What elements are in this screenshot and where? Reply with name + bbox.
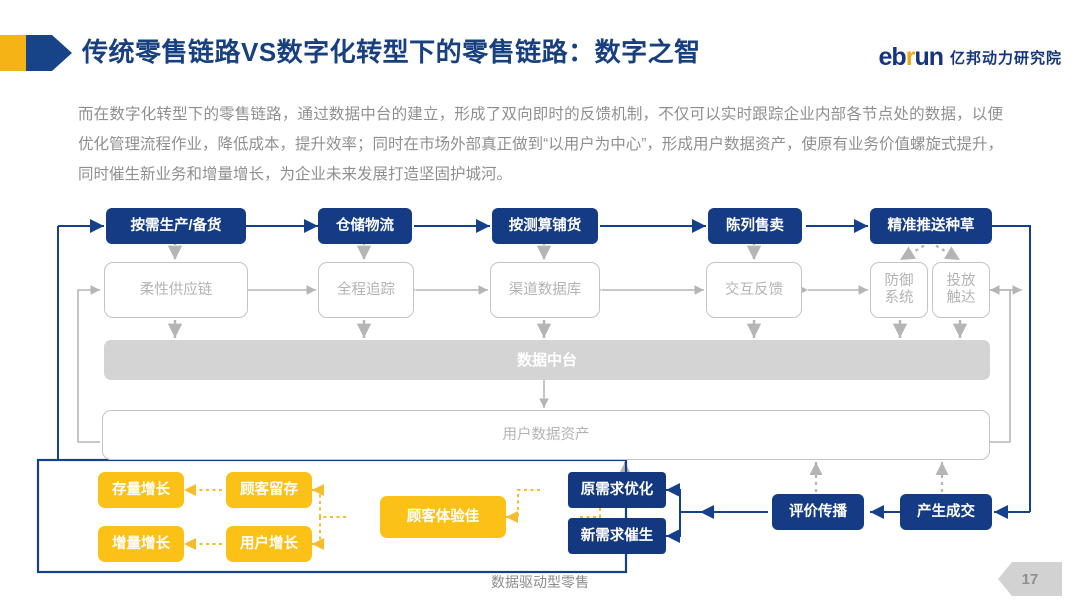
node-mid-1[interactable]: 柔性供应链: [104, 262, 248, 318]
node-yellow-4[interactable]: 用户增长: [226, 526, 312, 562]
node-top-2[interactable]: 仓储物流: [318, 208, 412, 244]
node-mid-4[interactable]: 交互反馈: [706, 262, 802, 318]
node-mid-5[interactable]: 防御系统: [870, 262, 928, 318]
node-top-5[interactable]: 精准推送种草: [870, 208, 992, 244]
page-number-badge: 17: [998, 562, 1062, 596]
node-yellow-5[interactable]: 顾客体验佳: [380, 496, 506, 538]
node-flow-1[interactable]: 评价传播: [772, 494, 864, 530]
logo-part-un: un: [914, 42, 944, 71]
node-yellow-1[interactable]: 存量增长: [98, 472, 184, 508]
node-yellow-3[interactable]: 顾客留存: [226, 472, 312, 508]
node-top-3[interactable]: 按测算铺货: [492, 208, 598, 244]
node-flow-2[interactable]: 产生成交: [900, 494, 992, 530]
node-yellow-2[interactable]: 增量增长: [98, 526, 184, 562]
logo-part-eb: eb: [878, 42, 907, 71]
node-mid-2[interactable]: 全程追踪: [318, 262, 414, 318]
ebrun-logo: ebrun 亿邦动力研究院: [879, 40, 1062, 74]
node-top-4[interactable]: 陈列售卖: [708, 208, 802, 244]
diagram-caption: 数据驱动型零售: [491, 574, 589, 590]
page-title: 传统零售链路VS数字化转型下的零售链路：数字之智: [82, 37, 701, 67]
retail-chain-diagram: 按需生产/备货 仓储物流 按测算铺货 陈列售卖 精准推送种草 柔性供应链 全程追…: [0, 196, 1080, 596]
node-mid-3[interactable]: 渠道数据库: [490, 262, 600, 318]
logo-part-r: r: [905, 42, 916, 71]
platform-bar[interactable]: 数据中台: [104, 340, 990, 380]
node-demand-1[interactable]: 原需求优化: [568, 472, 666, 508]
node-demand-2[interactable]: 新需求催生: [568, 518, 666, 554]
body-paragraph: 而在数字化转型下的零售链路，通过数据中台的建立，形成了双向即时的反馈机制，不仅可…: [78, 106, 1003, 183]
node-mid-5-label: 防御系统: [884, 273, 914, 306]
node-top-1[interactable]: 按需生产/备货: [106, 208, 246, 244]
node-mid-6-label: 投放触达: [946, 273, 976, 306]
brand-arrow-icon: [0, 35, 72, 71]
asset-bar[interactable]: 用户数据资产: [102, 410, 990, 460]
logo-chinese-name: 亿邦动力研究院: [949, 49, 1062, 67]
node-mid-6[interactable]: 投放触达: [932, 262, 990, 318]
logo-wordmark: ebrun: [878, 42, 944, 71]
